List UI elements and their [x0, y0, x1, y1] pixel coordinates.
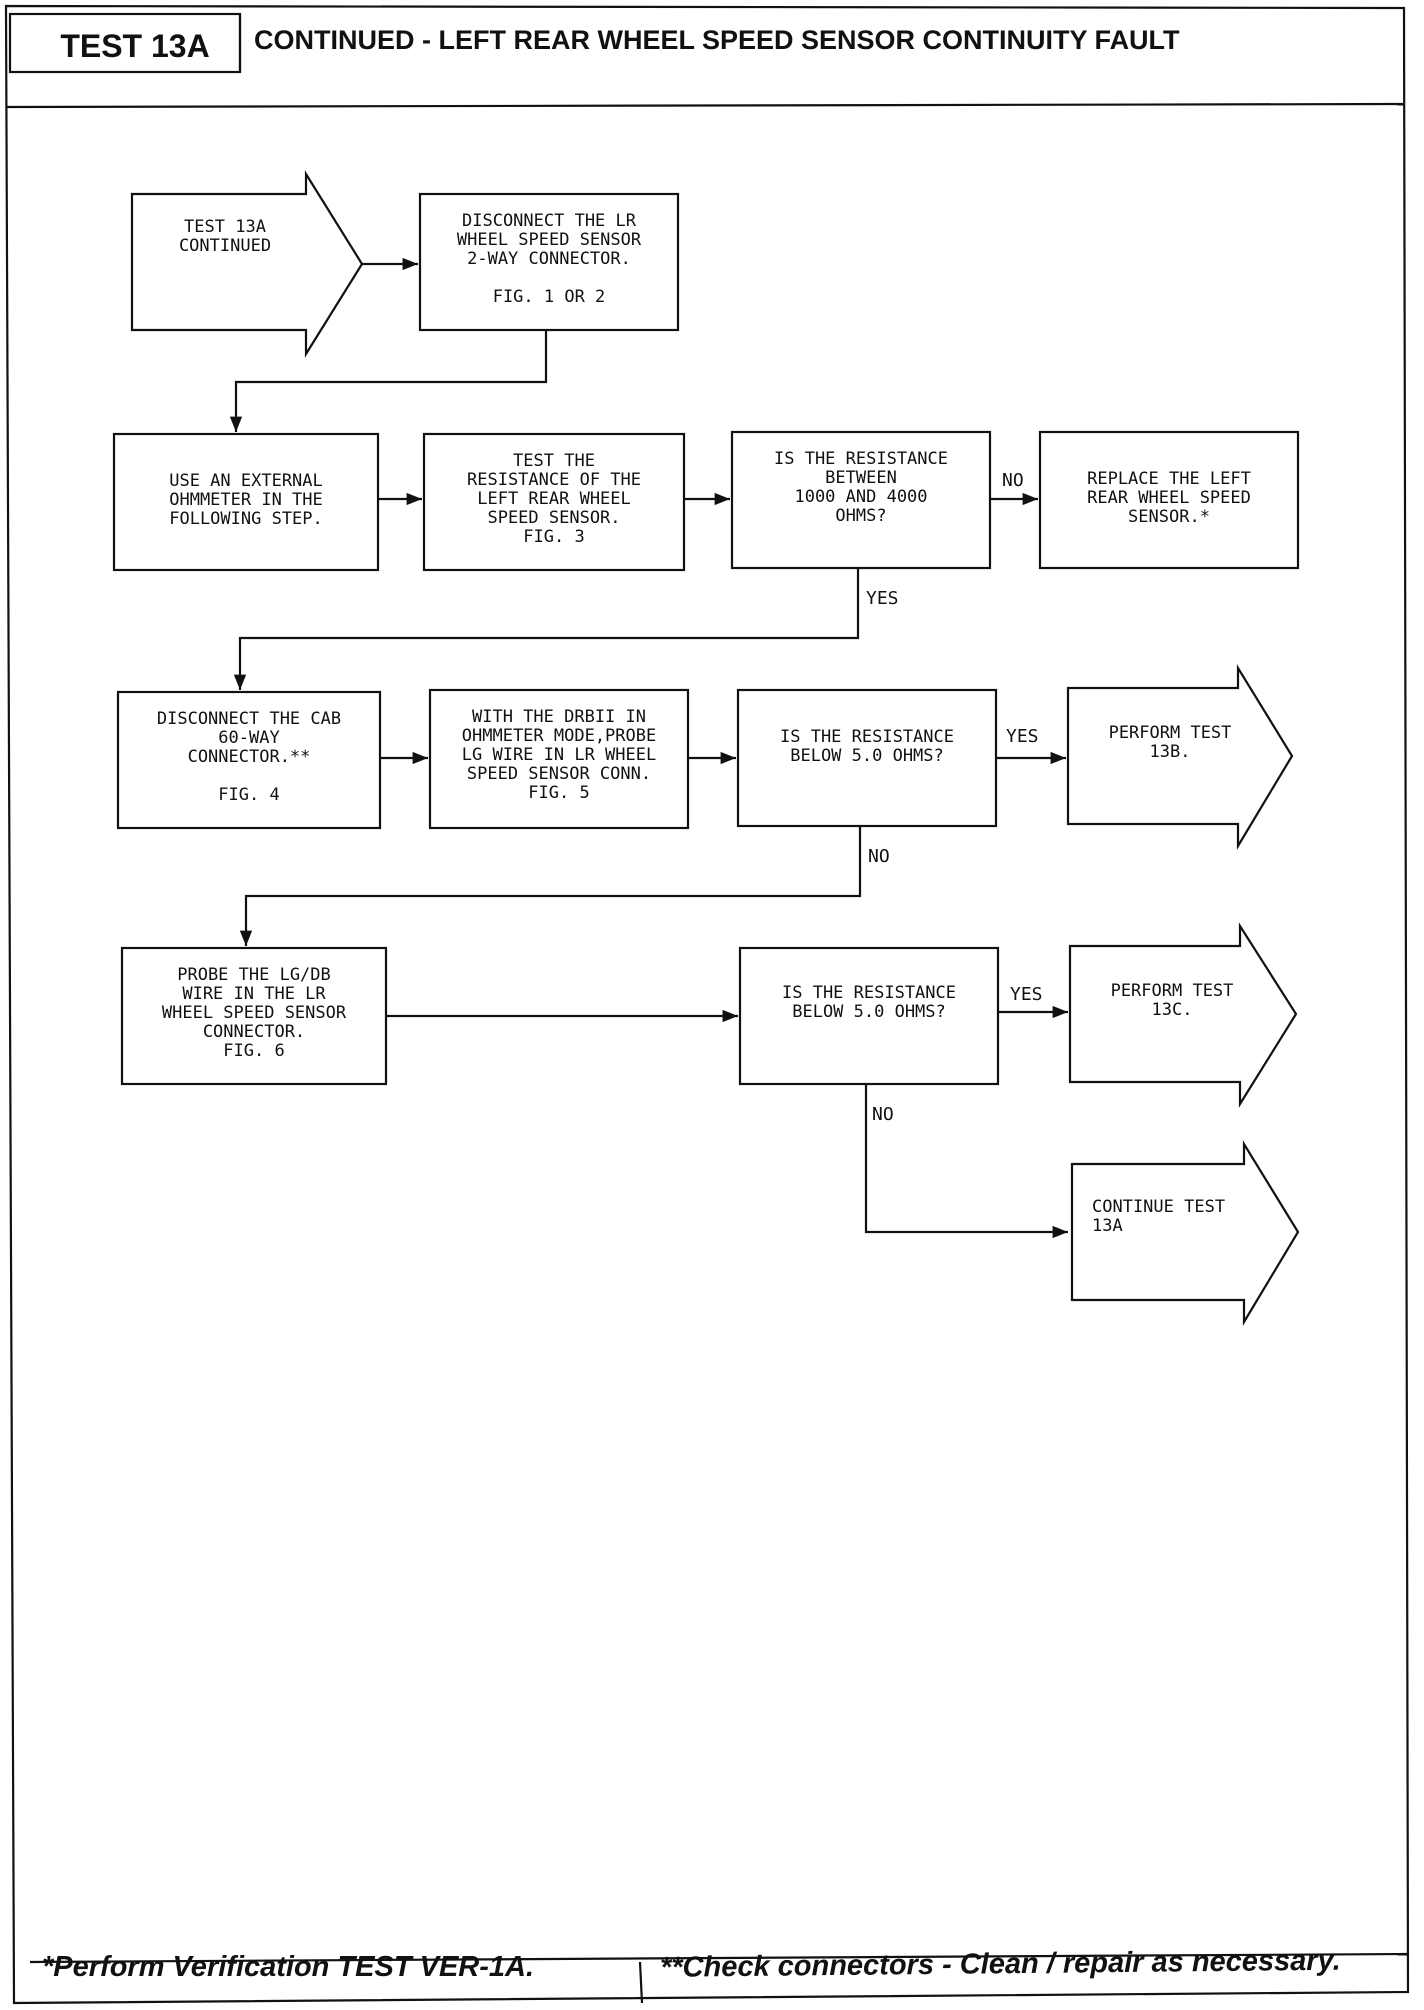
footer-note-connectors: **Check connectors - Clean / repair as n… [659, 1944, 1341, 1984]
replace-sensor-box [1038, 430, 1300, 570]
with-drbii-text: WITH THE DRBII IN OHMMETER MODE,PROBE LG… [461, 707, 657, 803]
disconnect-lr-box [418, 192, 680, 332]
probe-lgdb-text: PROBE THE LG/DB WIRE IN THE LR WHEEL SPE… [161, 965, 347, 1061]
start-arrow-shape [130, 170, 364, 358]
use-ohmmeter-box [112, 432, 380, 572]
page-title: CONTINUED - LEFT REAR WHEEL SPEED SENSOR… [254, 24, 1180, 55]
disconnect-cab-box [116, 690, 382, 830]
is-resistance-3-text: IS THE RESISTANCE BELOW 5.0 OHMS? [782, 983, 956, 1022]
perform-13c-arrow-shape [1068, 922, 1298, 1108]
start-node-text: TEST 13A CONTINUED [178, 217, 272, 256]
replace-sensor-text: REPLACE THE LEFT REAR WHEEL SPEED SENSOR… [1087, 469, 1251, 527]
yes-label-3: YES [1010, 984, 1043, 1005]
no-label-3: NO [872, 1104, 894, 1125]
test-resistance-text: TEST THE RESISTANCE OF THE LEFT REAR WHE… [467, 451, 641, 547]
footer-note-verification: *Perform Verification TEST VER-1A. [42, 1950, 535, 1983]
continue-13a-arrow-shape [1070, 1140, 1300, 1326]
use-ohmmeter-text: USE AN EXTERNAL OHMMETER IN THE FOLLOWIN… [169, 471, 323, 529]
no-label-1: NO [1002, 470, 1024, 491]
is-resistance-1-text: IS THE RESISTANCE BETWEEN 1000 AND 4000 … [774, 449, 948, 526]
disconnect-cab-text: DISCONNECT THE CAB 60-WAY CONNECTOR.** F… [156, 709, 342, 805]
continue-13a-text: CONTINUE TEST 13A [1092, 1197, 1226, 1236]
test-id-label: TEST 13A [60, 27, 210, 64]
test-resistance-box [422, 432, 686, 572]
perform-13c-text: PERFORM TEST 13C. [1110, 981, 1234, 1020]
perform-13b-text: PERFORM TEST 13B. [1108, 723, 1232, 762]
is-resistance-3-box [738, 946, 1000, 1086]
no-label-2: NO [868, 846, 890, 867]
yes-label-1: YES [866, 588, 899, 609]
perform-13b-arrow-shape [1066, 664, 1294, 850]
is-resistance-2-text: IS THE RESISTANCE BELOW 5.0 OHMS? [780, 727, 954, 766]
yes-label-2: YES [1006, 726, 1039, 747]
page-border [4, 4, 1410, 2005]
disconnect-lr-text: DISCONNECT THE LR WHEEL SPEED SENSOR 2-W… [456, 211, 642, 307]
